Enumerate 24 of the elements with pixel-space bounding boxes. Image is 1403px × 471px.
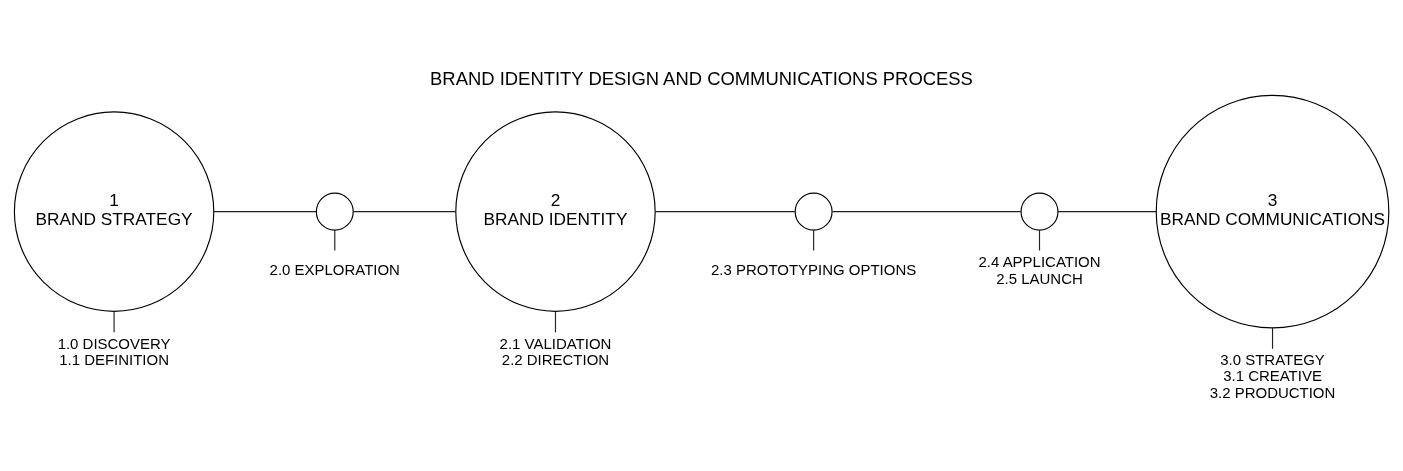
node-circle: [315, 192, 354, 231]
node-text: 2.1 VALIDATION 2.2 DIRECTION: [499, 334, 612, 368]
node-text: 1.0 DISCOVERY 1.1 DEFINITION: [57, 334, 171, 368]
connector: [831, 210, 1022, 212]
node-circle: [794, 192, 833, 231]
node-text: 2.4 APPLICATION 2.5 LAUNCH: [978, 252, 1101, 287]
node-text: 3.0 STRATEGY 3.1 CREATIVE 3.2 PRODUCTION: [1209, 350, 1336, 401]
connector: [1271, 326, 1274, 349]
node-circle: 3 BRAND COMMUNICATIONS: [1155, 94, 1390, 328]
node-circle: 1 BRAND STRATEGY: [13, 110, 215, 312]
connector: [1057, 210, 1157, 212]
connector: [813, 229, 815, 251]
connector: [554, 310, 557, 333]
connector: [352, 210, 457, 212]
connector: [213, 210, 317, 212]
diagram-title: BRAND IDENTITY DESIGN AND COMMUNICATIONS PROCESS: [430, 67, 973, 89]
connector: [113, 310, 115, 333]
connector: [1038, 229, 1041, 251]
connector: [334, 229, 336, 251]
node-circle: [1020, 192, 1059, 231]
connector: [654, 210, 796, 212]
node-text: 2.3 PROTOTYPING OPTIONS: [711, 260, 917, 278]
node-text: 2.0 EXPLORATION: [269, 260, 400, 278]
node-circle: 2 BRAND IDENTITY: [455, 110, 656, 312]
